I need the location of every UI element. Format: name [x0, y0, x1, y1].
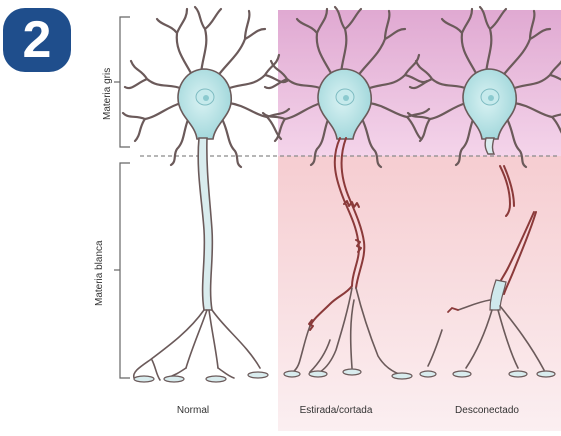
gray-matter-region [278, 10, 561, 156]
white-matter-label: Materia blanca [94, 240, 105, 306]
figure-number-badge: 2 [3, 8, 71, 72]
neuron-normal [123, 7, 289, 382]
white-matter-region [278, 156, 561, 431]
caption-normal: Normal [177, 405, 209, 416]
gray-matter-bracket [120, 17, 130, 147]
figure-number: 2 [23, 14, 52, 66]
gray-matter-label: Materia gris [102, 68, 113, 120]
caption-stretched: Estirada/cortada [300, 405, 373, 416]
white-matter-bracket [120, 163, 130, 378]
caption-disconnected: Desconectado [455, 405, 519, 416]
